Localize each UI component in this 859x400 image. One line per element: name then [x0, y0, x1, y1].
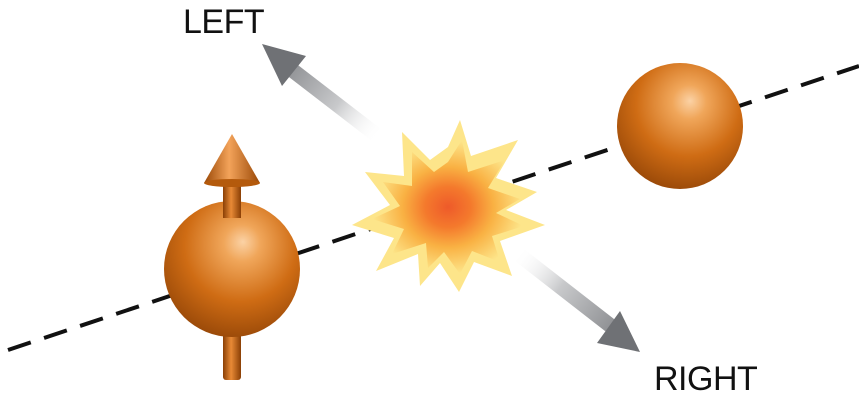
particle-sphere-left — [164, 201, 300, 337]
right-arrow — [515, 249, 640, 352]
collision-burst-icon — [352, 120, 545, 292]
left-arrow — [262, 44, 381, 141]
right-label: RIGHT — [654, 362, 757, 396]
particle-sphere-right — [617, 63, 743, 189]
spin-arrow-head-icon — [204, 134, 260, 183]
left-label: LEFT — [183, 5, 264, 39]
spin-up-particle — [164, 134, 300, 380]
